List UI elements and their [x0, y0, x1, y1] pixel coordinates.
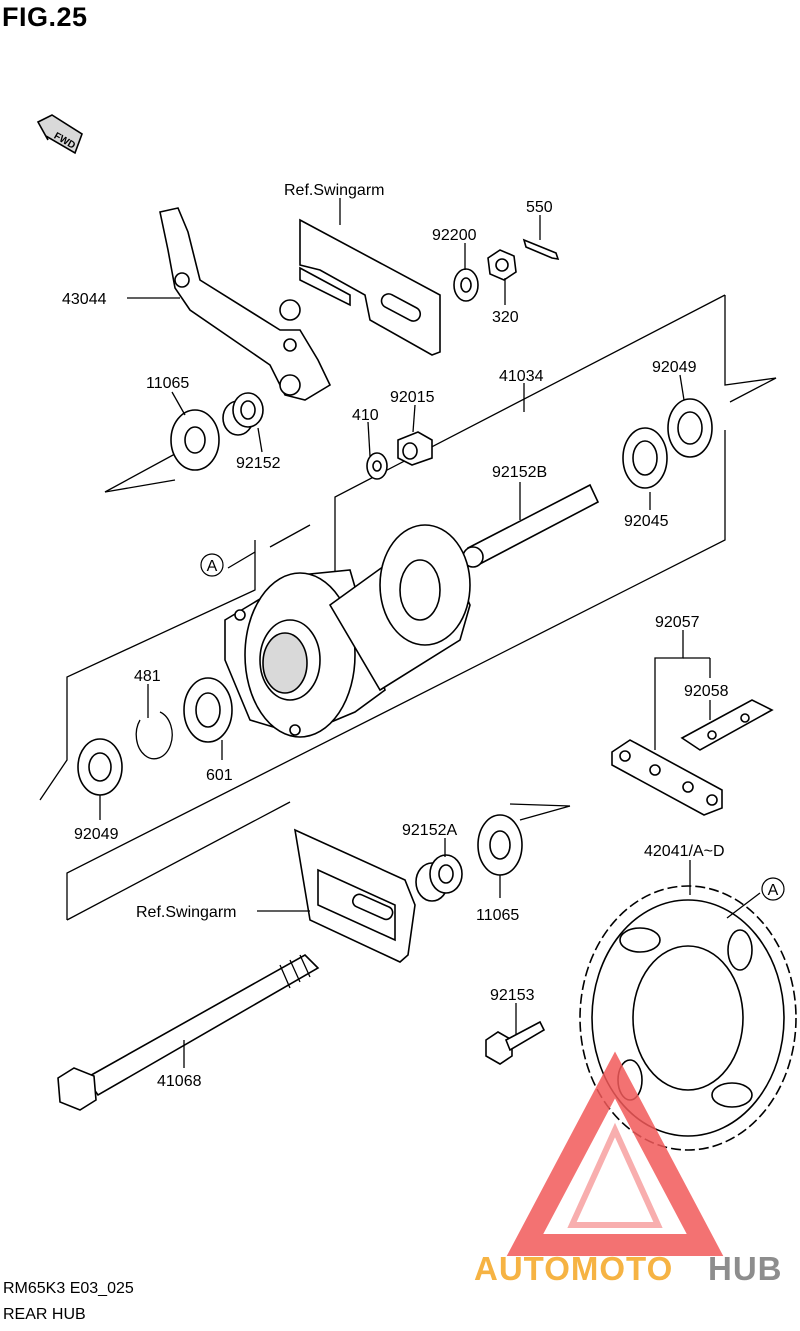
spacer-92152b: [462, 483, 600, 568]
label-92152b: 92152B: [492, 464, 547, 481]
nut-320: [487, 249, 517, 281]
watermark-brand-part1: AUTOMOTO: [474, 1250, 673, 1287]
label-43044: 43044: [62, 291, 107, 308]
ref-marker-a-left: A: [200, 553, 224, 577]
label-92015: 92015: [390, 389, 435, 406]
assembly-outline: [39, 294, 777, 921]
label-92058: 92058: [684, 683, 729, 700]
svg-text:A: A: [207, 558, 218, 575]
label-92045: 92045: [624, 513, 669, 530]
automotohub-watermark: AUTOMOTO HUB: [474, 1051, 783, 1287]
collar-92152a: [415, 854, 463, 902]
oil-seal-92049-left: [77, 738, 123, 796]
drive-chain-92057: [611, 739, 723, 816]
swingarm-bottom-ref: [293, 828, 416, 963]
bolt-92153: [485, 1020, 546, 1065]
label-550: 550: [526, 199, 553, 216]
label-92049-right: 92049: [652, 359, 697, 376]
part-labels: Ref.Swingarm 43044 92200 550 320 11065 9…: [62, 182, 729, 1090]
label-41068: 41068: [157, 1073, 202, 1090]
oil-seal-92049-right: [667, 398, 713, 458]
bearing-92045: [622, 427, 668, 489]
rear-hub-41034: [224, 524, 471, 738]
fwd-arrow-icon: FWD: [36, 114, 83, 155]
label-ref-swingarm-top: Ref.Swingarm: [284, 182, 384, 199]
chain-joint-92058: [680, 699, 774, 751]
figure-title: FIG.25: [2, 2, 88, 32]
label-92200: 92200: [432, 227, 477, 244]
label-410: 410: [352, 407, 379, 424]
svg-text:A: A: [768, 882, 779, 899]
label-92152: 92152: [236, 455, 281, 472]
label-481: 481: [134, 668, 161, 685]
watermark-brand-part2: HUB: [708, 1250, 783, 1287]
swingarm-top-ref: [299, 198, 441, 356]
label-42041: 42041/A~D: [644, 843, 725, 860]
oil-seal-11065-right: [477, 814, 523, 876]
watermark-triangle-icon: [506, 1051, 724, 1256]
label-41034: 41034: [499, 368, 544, 385]
label-11065-left: 11065: [146, 375, 189, 392]
washer-92200: [453, 268, 479, 302]
label-92153: 92153: [490, 987, 535, 1004]
bearing-601: [183, 677, 233, 743]
ref-marker-a-right: A: [761, 877, 785, 901]
nut-92015: [397, 431, 433, 466]
label-320: 320: [492, 309, 519, 326]
rear-sprocket-42041: [579, 885, 797, 1151]
leader-lines: [99, 215, 761, 1068]
collar-92152: [222, 392, 264, 436]
label-ref-swingarm-bottom: Ref.Swingarm: [136, 904, 236, 921]
label-92049-left: 92049: [74, 826, 119, 843]
label-92152a: 92152A: [402, 822, 457, 839]
drawing-name: REAR HUB: [3, 1306, 86, 1323]
label-11065-right: 11065: [476, 907, 519, 924]
circlip-481: [135, 711, 173, 760]
oil-seal-11065-left: [170, 409, 220, 471]
label-601: 601: [206, 767, 233, 784]
drawing-code: RM65K3 E03_025: [3, 1280, 134, 1297]
washer-410: [366, 452, 388, 480]
brake-arm-43044: [159, 207, 332, 401]
axle-41068: [57, 954, 320, 1111]
cotter-pin-550: [522, 238, 560, 261]
label-92057: 92057: [655, 614, 700, 631]
